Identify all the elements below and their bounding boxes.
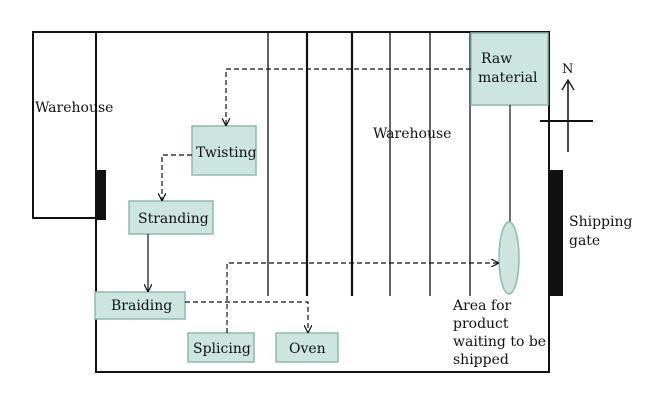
waiting-area-label-line2: product [453,316,509,332]
oven-label: Oven [289,341,326,357]
flow-raw-to-twisting [226,68,471,125]
raw-material-box [470,32,549,106]
waiting-area-ellipse [498,221,520,295]
twisting-label: Twisting [196,145,257,161]
warehouse-center-label: Warehouse [373,126,451,142]
shipping-gate-bar [549,170,563,296]
oven-box [275,332,339,363]
flow-splicing-to-waiting-area [226,263,498,333]
warehouse-left-label: Warehouse [35,100,113,116]
shipping-gate-label-line1: Shipping [569,214,633,230]
shipping-gate-label-line2: gate [569,233,600,249]
compass-arrow-icon [561,78,575,91]
splicing-box [187,332,255,363]
braiding-label: Braiding [111,298,172,314]
north-label: N [562,62,573,77]
flow-braiding-to-oven [185,301,308,332]
waiting-area-label-line4: shipped [453,352,509,368]
waiting-area-label-line3: waiting to be [453,334,546,350]
waiting-area-label-line1: Area for [452,298,511,314]
braiding-box [94,291,186,320]
flow-twisting-to-stranding [162,154,192,200]
stranding-label: Stranding [138,211,209,227]
stranding-box [128,200,214,235]
twisting-box [191,125,257,176]
warehouse-left-door [96,170,106,220]
warehouse-left-box [32,31,97,219]
splicing-label: Splicing [193,341,251,357]
raw-material-label-line1: Raw [481,51,512,67]
raw-material-label-line2: material [478,70,538,86]
